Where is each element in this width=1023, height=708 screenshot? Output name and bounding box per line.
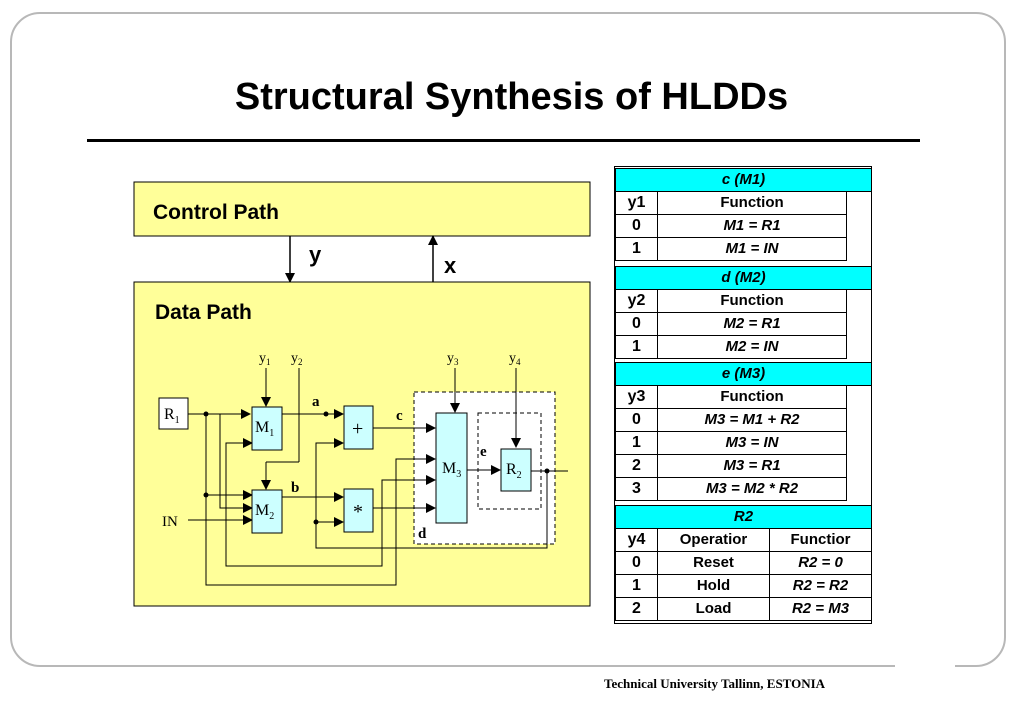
- y1-label: y1: [259, 351, 271, 367]
- table-m3-header: e (M3): [615, 362, 872, 386]
- r2-node: [544, 468, 550, 474]
- multiplier: [343, 488, 374, 533]
- m2-label: M2: [255, 502, 274, 522]
- table-m1-row0-idx: 0: [615, 214, 658, 238]
- table-m2: d (M2) y2 Function 0 M2 = R1 1 M2 = IN: [614, 266, 873, 359]
- r2-feedback: [315, 438, 548, 549]
- table-m3-col-fn: Function: [657, 385, 847, 409]
- table-r2-row0-fn: R2 = 0: [768, 551, 873, 575]
- table-m3-col-idx: y3: [615, 385, 658, 409]
- table-r2-header: R2: [614, 505, 873, 529]
- table-m3-row3-idx: 3: [615, 477, 658, 501]
- table-m3-spacer: [846, 385, 872, 409]
- d-label: d: [418, 526, 427, 542]
- table-m3-row3-fn: M3 = M2 * R2: [657, 477, 847, 501]
- m3-label: M3: [442, 460, 461, 480]
- table-r2-row1-idx: 1: [615, 574, 658, 598]
- y3-label: y3: [447, 351, 459, 367]
- table-r2-row2-idx: 2: [615, 597, 658, 621]
- table-m3: e (M3) y3 Function 0 M3 = M1 + R2 1 M3 =…: [615, 362, 872, 501]
- table-r2-row2-op: Load: [657, 597, 770, 621]
- b-label: b: [291, 480, 299, 496]
- table-m2-spacer: [845, 312, 873, 336]
- table-m1-row1-idx: 1: [615, 237, 658, 261]
- table-m2-col-fn: Function: [657, 289, 847, 313]
- table-m3-row0-idx: 0: [615, 408, 658, 432]
- m2-mux: [251, 489, 283, 534]
- table-m3-row0-fn: M3 = M1 + R2: [657, 408, 847, 432]
- frame-gap: [895, 660, 955, 672]
- r2-register: [500, 448, 532, 492]
- y2-label: y2: [291, 351, 303, 367]
- data-path-label: Data Path: [155, 301, 252, 324]
- r1-to-m3: [205, 414, 436, 586]
- table-r2-col-op: Operatior: [657, 528, 770, 552]
- y4-label: y4: [509, 351, 521, 367]
- m3-mux: [435, 412, 468, 524]
- table-m1-col-fn: Function: [657, 191, 847, 215]
- table-m3-row2-idx: 2: [615, 454, 658, 478]
- table-r2-row1-op: Hold: [657, 574, 770, 598]
- signal-y-label: y: [309, 242, 322, 267]
- m1-mux: [251, 406, 283, 451]
- table-m3-row2-fn: M3 = R1: [657, 454, 847, 478]
- table-r2-col-idx: y4: [615, 528, 658, 552]
- table-m1-header: c (M1): [615, 168, 872, 192]
- table-r2-col-fn: Functior: [768, 528, 873, 552]
- table-m1-spacer: [846, 214, 872, 238]
- table-m1-spacer: [846, 191, 872, 215]
- table-m3-spacer: [846, 431, 872, 455]
- fb-node: [313, 519, 319, 525]
- table-m2-spacer: [845, 289, 873, 313]
- table-m2-row0-fn: M2 = R1: [657, 312, 847, 336]
- in-to-m3: [225, 475, 436, 567]
- table-m2-col-idx: y2: [615, 289, 658, 313]
- in-to-m1: [225, 438, 253, 520]
- signal-x-label: x: [444, 253, 457, 278]
- table-r2-row1-fn: R2 = R2: [768, 574, 873, 598]
- plus-label: +: [352, 418, 363, 440]
- function-tables: c (M1) y1 Function 0 M1 = R1 1 M1 = IN d…: [614, 166, 873, 624]
- control-path-box: [133, 181, 591, 237]
- table-r2-row0-idx: 0: [615, 551, 658, 575]
- table-m3-spacer: [846, 408, 872, 432]
- table-m1-spacer: [846, 237, 872, 261]
- a-node: [323, 411, 329, 417]
- a-label: a: [312, 394, 320, 410]
- table-m2-spacer: [845, 335, 873, 359]
- table-m3-row1-fn: M3 = IN: [657, 431, 847, 455]
- times-label: *: [353, 501, 363, 523]
- table-m2-row1-fn: M2 = IN: [657, 335, 847, 359]
- c-label: c: [396, 408, 403, 424]
- m1-label: M1: [255, 419, 274, 439]
- table-m3-spacer: [846, 477, 872, 501]
- table-m3-spacer: [846, 454, 872, 478]
- table-r2: R2 y4 Operatior Functior 0 Reset R2 = 0 …: [614, 505, 873, 621]
- table-r2-row0-op: Reset: [657, 551, 770, 575]
- table-m3-row1-idx: 1: [615, 431, 658, 455]
- slide-footer: Technical University Tallinn, ESTONIA: [604, 676, 826, 691]
- control-path-label: Control Path: [153, 201, 279, 224]
- table-m2-row1-idx: 1: [615, 335, 658, 359]
- r1-register: [158, 397, 189, 430]
- adder: [343, 405, 374, 450]
- table-m2-row0-idx: 0: [615, 312, 658, 336]
- r1-label: R1: [164, 406, 180, 426]
- table-m1: c (M1) y1 Function 0 M1 = R1 1 M1 = IN: [615, 168, 872, 261]
- slide-title: Structural Synthesis of HLDDs: [234, 76, 789, 118]
- table-m2-header: d (M2): [614, 266, 873, 290]
- table-m1-row1-fn: M1 = IN: [657, 237, 847, 261]
- e-label: e: [480, 444, 487, 460]
- title-rule: [87, 139, 920, 142]
- tables-border: [614, 166, 872, 624]
- table-m1-col-idx: y1: [615, 191, 658, 215]
- in-label: IN: [162, 514, 178, 530]
- r2-label: R2: [506, 461, 522, 481]
- table-m1-row0-fn: M1 = R1: [657, 214, 847, 238]
- table-r2-row2-fn: R2 = M3: [768, 597, 873, 621]
